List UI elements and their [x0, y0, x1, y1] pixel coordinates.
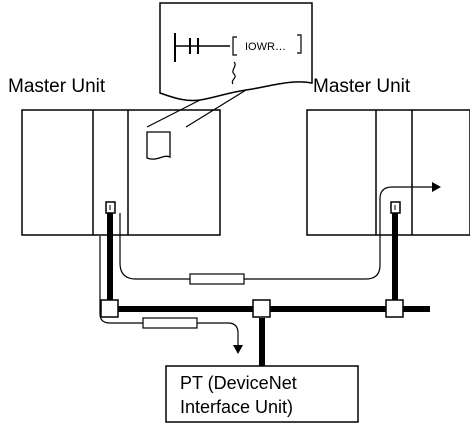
left-master-unit-label: Master Unit	[8, 76, 106, 97]
right-master-unit-label: Master Unit	[313, 76, 411, 97]
pt-box	[165, 365, 359, 423]
master-to-pt-arrowhead	[233, 345, 243, 354]
devicenet-cables	[100, 213, 430, 366]
callout-pointer	[146, 99, 201, 128]
right-rack-body	[306, 109, 470, 236]
continuation-squiggle	[231, 61, 236, 85]
callout-paper	[159, 2, 313, 102]
left-plc-rack	[21, 109, 221, 236]
message-packet-top	[189, 273, 245, 285]
right-tap	[385, 299, 404, 318]
ladder-callout	[146, 2, 313, 128]
callout-pointer-2	[185, 89, 247, 128]
left-rack-body	[21, 109, 221, 236]
right-plc-rack	[306, 109, 470, 236]
pt-label-line2: Interface Unit)	[180, 397, 293, 417]
center-tap	[252, 299, 271, 318]
left-tap	[100, 299, 119, 318]
message-packet-bottom	[142, 317, 198, 329]
instruction-left-bracket	[232, 36, 237, 56]
master-to-master-arrowhead	[432, 182, 441, 192]
instruction-right-bracket	[297, 34, 302, 54]
callout-instruction-text: IOWR…	[245, 41, 286, 53]
data-flow-paths	[99, 182, 441, 354]
master-to-master-path	[119, 186, 432, 280]
left-memory-card-icon	[146, 131, 171, 160]
master-to-pt-path	[99, 236, 239, 345]
pt-label-line1: PT (DeviceNet	[180, 373, 297, 393]
